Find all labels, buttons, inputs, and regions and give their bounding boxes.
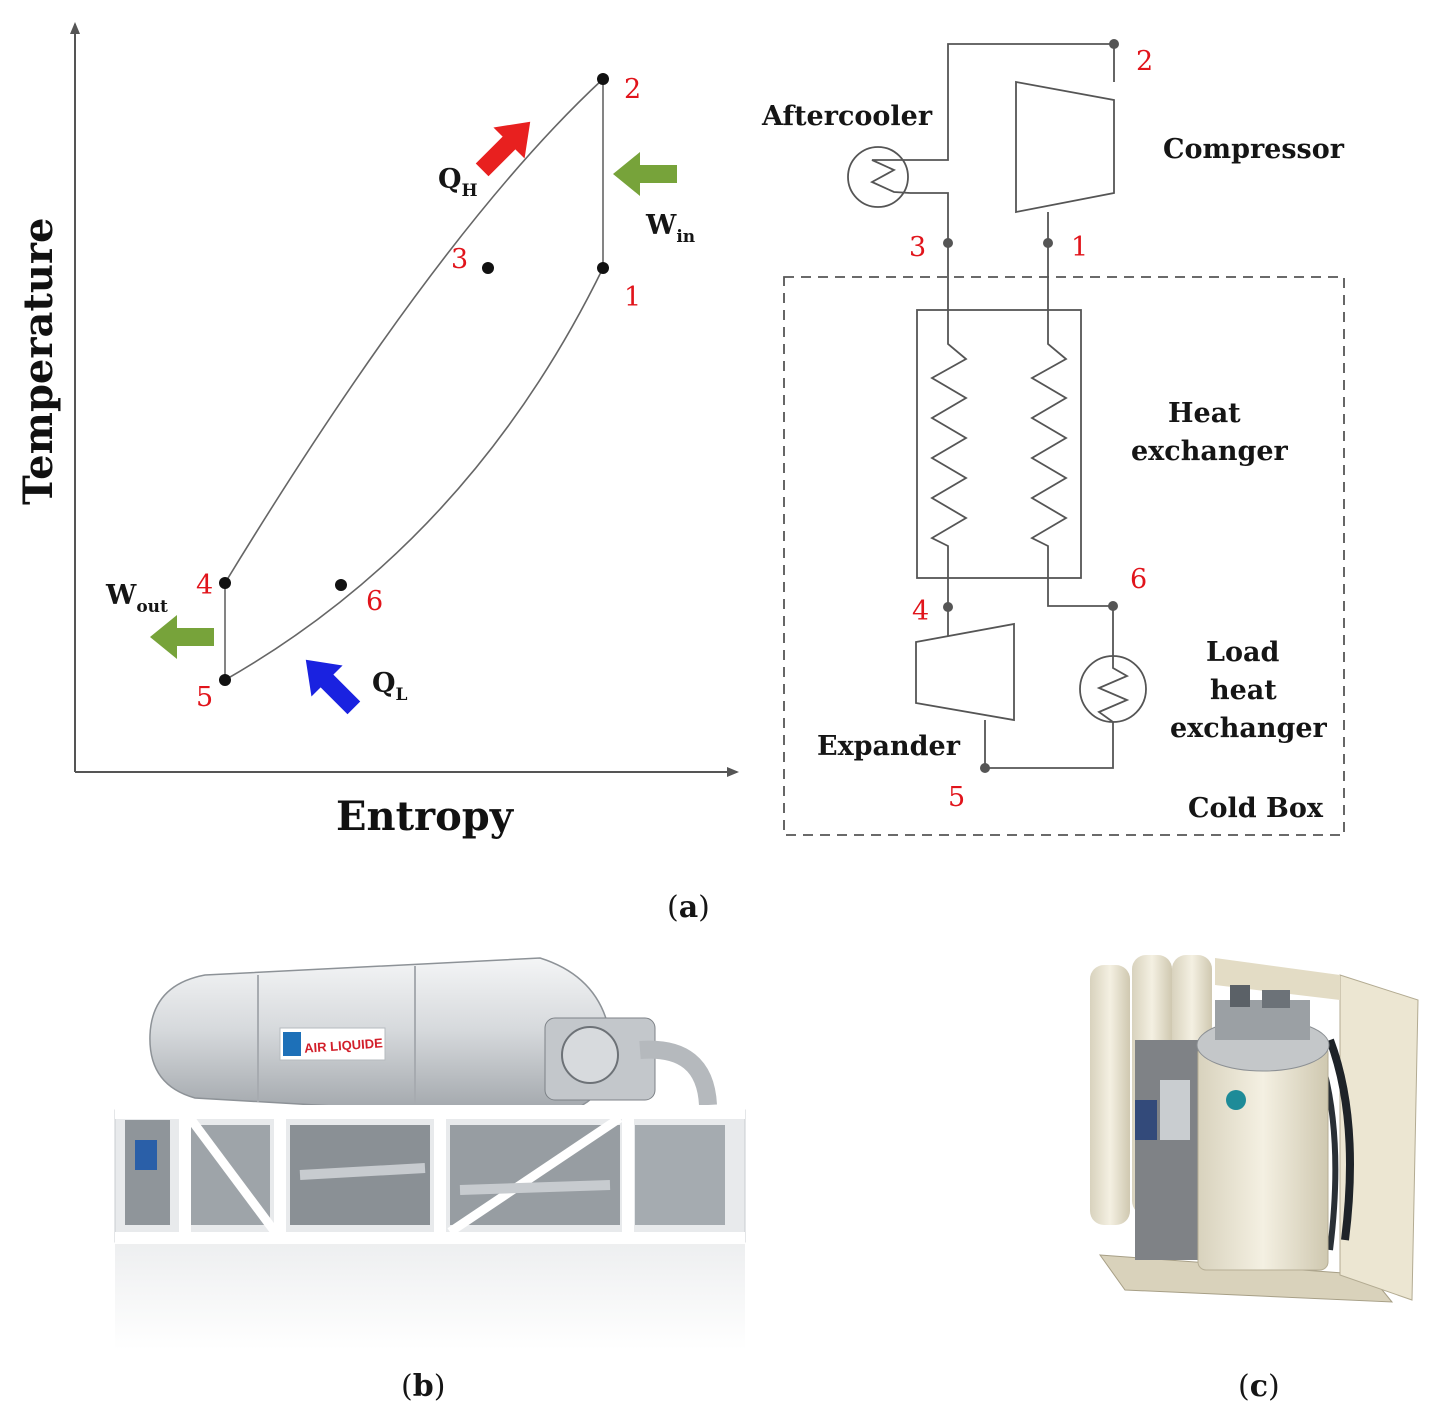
dewar-logo: [1226, 1090, 1246, 1110]
node-5: [980, 763, 990, 773]
node-6: [1108, 601, 1118, 611]
heat-exchanger-label-line1: Heat: [1168, 398, 1241, 429]
load-heat-exchanger: [1079, 655, 1147, 723]
node-2: [1109, 39, 1119, 49]
q-l-label: QL: [372, 668, 408, 705]
state-label-2: 2: [624, 74, 641, 105]
air-liquide-logo-text: AIR LIQUIDE: [304, 1035, 384, 1055]
node-label-4: 4: [912, 596, 929, 627]
w-out-label: Wout: [105, 580, 168, 617]
cold-box-boundary: [783, 276, 1345, 836]
photo-c-cryocooler: [1090, 955, 1419, 1303]
heat-absorption-curve: [224, 267, 604, 681]
expander-label: Expander: [817, 731, 961, 762]
cycle-schematic: [783, 43, 1345, 836]
node-label-3: 3: [909, 232, 926, 263]
photo-b-refrigerator: AIR LIQUIDE: [114, 957, 746, 1350]
pipe-expander-to-load: [984, 720, 1114, 769]
main-dewar: [1197, 1044, 1329, 1271]
node-label-2: 2: [1136, 46, 1153, 77]
state-label-5: 5: [196, 682, 213, 713]
caption-b: (b): [401, 1369, 445, 1404]
gas-cylinder-1: [1090, 965, 1130, 1225]
node-label-5: 5: [948, 782, 965, 813]
load-hx-label-line3: exchanger: [1170, 713, 1328, 744]
load-hx-label-line1: Load: [1206, 637, 1279, 668]
skid-frame: [114, 1105, 746, 1244]
state-point-1: [597, 262, 609, 274]
state-point-2: [597, 73, 609, 85]
state-label-3: 3: [451, 244, 468, 275]
heat-rejected-arrow: [475, 121, 531, 177]
schematic-nodes: [943, 39, 1119, 773]
y-axis-label: Temperature: [15, 218, 62, 505]
node-label-6: 6: [1130, 564, 1147, 595]
side-panel: [1339, 974, 1419, 1301]
compressor: [1015, 80, 1115, 214]
pipe-aftercooler-to-node3: [910, 192, 949, 310]
expander: [915, 622, 1015, 722]
load-hx-label-line2: heat: [1210, 675, 1277, 706]
heat-exchanger-label-line2: exchanger: [1131, 436, 1289, 467]
node-4: [943, 602, 953, 612]
w-in-label: Win: [645, 210, 695, 247]
heat-absorbed-arrow: [305, 659, 361, 715]
node-3: [943, 238, 953, 248]
state-label-6: 6: [366, 586, 383, 617]
cold-box-label: Cold Box: [1188, 793, 1324, 824]
pipe-compressor-to-aftercooler: [910, 43, 1115, 161]
state-point-5: [219, 674, 231, 686]
caption-a: (a): [667, 890, 710, 925]
x-axis-label: Entropy: [336, 793, 515, 840]
state-point-4: [219, 577, 231, 589]
compressor-label: Compressor: [1163, 134, 1345, 165]
state-label-1: 1: [624, 282, 641, 313]
state-label-4: 4: [196, 570, 213, 601]
heat-exchanger: [916, 309, 1082, 579]
q-h-label: QH: [438, 164, 478, 201]
heat-rejection-curve: [224, 78, 604, 584]
state-point-3: [482, 262, 494, 274]
hx-coil-right: [1030, 310, 1068, 578]
aftercooler-label: Aftercooler: [761, 101, 933, 132]
work-in-arrow: [613, 152, 677, 196]
state-point-6: [335, 579, 347, 591]
aftercooler: [847, 146, 911, 208]
node-label-1: 1: [1071, 232, 1088, 263]
pipe-hx-to-load: [1047, 578, 1114, 655]
ts-diagram: Temperature Entropy 1 2 3 4 5 6 QH Win W…: [15, 22, 739, 840]
work-out-arrow: [150, 615, 214, 659]
caption-c: (c): [1238, 1369, 1280, 1404]
hx-coil-left: [930, 310, 968, 578]
node-1: [1043, 238, 1053, 248]
